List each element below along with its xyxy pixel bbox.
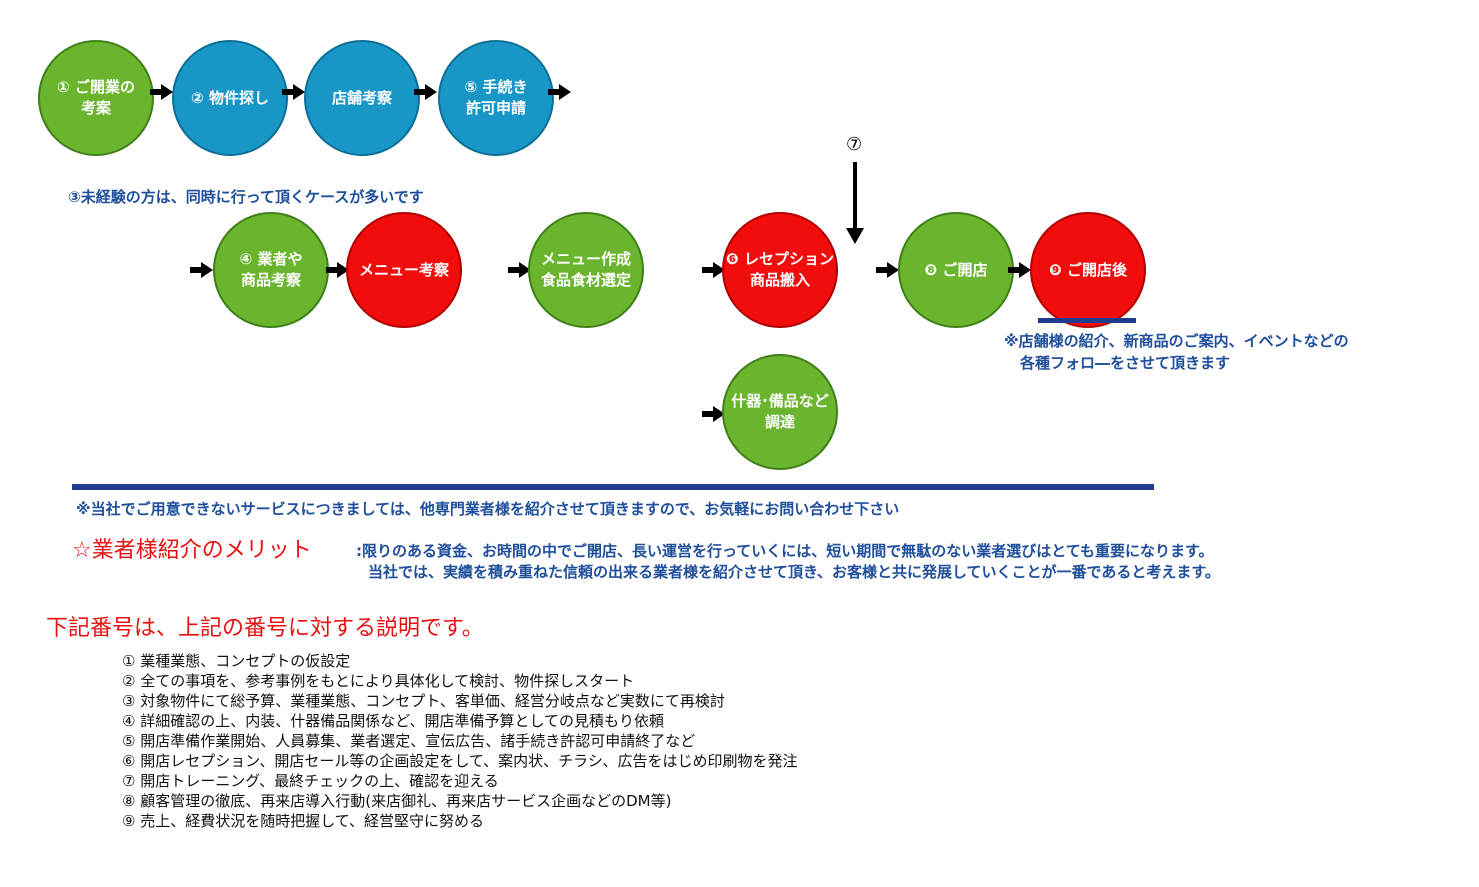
step-circle-8-opening: ❽ ご開店 [898,212,1014,328]
explanation-item-8: ⑧ 顧客管理の徹底、再来店導入行動(来店御礼、再来店サービス企画などのDM等) [122,792,672,810]
arrow-icon [190,262,214,278]
explanation-item-6: ⑥ 開店レセプション、開店セール等の企画設定をして、案内状、チラシ、広告をはじめ… [122,752,798,770]
after-opening-note-line1: ※店舗様の紹介、新商品のご案内、イベントなどの [1004,332,1349,350]
service-note: ※当社でご用意できないサービスにつきましては、他専門業者様を紹介させて頂きますの… [76,500,900,518]
down-arrow-icon [853,162,857,230]
step-circle-store-study: 店舗考察 [304,40,420,156]
explanation-item-3: ③ 対象物件にて総予算、業種業態、コンセプト、客単価、経営分岐点など実数にて再検… [122,692,725,710]
step-circle-1-planning: ① ご開業の 考案 [38,40,154,156]
explanation-item-9: ⑨ 売上、経費状況を随時把握して、経営堅守に努める [122,812,485,830]
section-divider [72,484,1154,490]
merit-text-line2: 当社では、実績を積み重ねた信頼の出来る業者様を紹介させて頂き、お客様と共に発展し… [368,563,1220,581]
explanation-item-1: ① 業種業態、コンセプトの仮設定 [122,652,351,670]
explanation-heading: 下記番号は、上記の番号に対する説明です。 [46,616,484,641]
step-circle-fixtures: 什器･備品など 調達 [722,354,838,470]
after-opening-underline [1038,318,1136,323]
arrow-icon [282,84,306,100]
after-opening-note-line2: 各種フォロ―をさせて頂きます [1020,354,1231,372]
arrow-icon [548,84,572,100]
step-circle-2-property-search: ② 物件探し [172,40,288,156]
note-step3: ③未経験の方は、同時に行って頂くケースが多いです [68,188,424,206]
merit-text-line1: :限りのある資金、お時間の中でご開店、長い運営を行っていくには、短い期間で無駄の… [356,542,1214,560]
explanation-item-2: ② 全ての事項を、参考事例をもとにより具体化して検討、物件探しスタート [122,672,635,690]
arrow-icon [876,262,900,278]
step-circle-5-permits: ⑤ 手続き 許可申請 [438,40,554,156]
step7-label: ⑦ [846,134,863,155]
merit-title: ☆業者様紹介のメリット [72,538,312,563]
arrow-icon [1008,262,1032,278]
step-circle-9-after-opening: ❾ ご開店後 [1030,212,1146,328]
step-circle-menu-creation: メニュー作成 食品食材選定 [528,212,644,328]
explanation-list: ① 業種業態、コンセプトの仮設定 ② 全ての事項を、参考事例をもとにより具体化し… [122,651,798,831]
explanation-item-5: ⑤ 開店準備作業開始、人員募集、業者選定、宣伝広告、諸手続き許認可申請終了など [122,732,696,750]
explanation-item-7: ⑦ 開店トレーニング、最終チェックの上、確認を迎える [122,772,499,790]
step-circle-menu-study: メニュー考察 [346,212,462,328]
down-arrowhead-icon [846,228,864,244]
arrow-icon [414,84,438,100]
step-circle-6-reception: ❻ レセプション 商品搬入 [722,212,838,328]
step-circle-4-vendors: ④ 業者や 商品考察 [213,212,329,328]
arrow-icon [150,84,174,100]
explanation-item-4: ④ 詳細確認の上、内装、什器備品関係など、開店準備予算としての見積もり依頼 [122,712,665,730]
